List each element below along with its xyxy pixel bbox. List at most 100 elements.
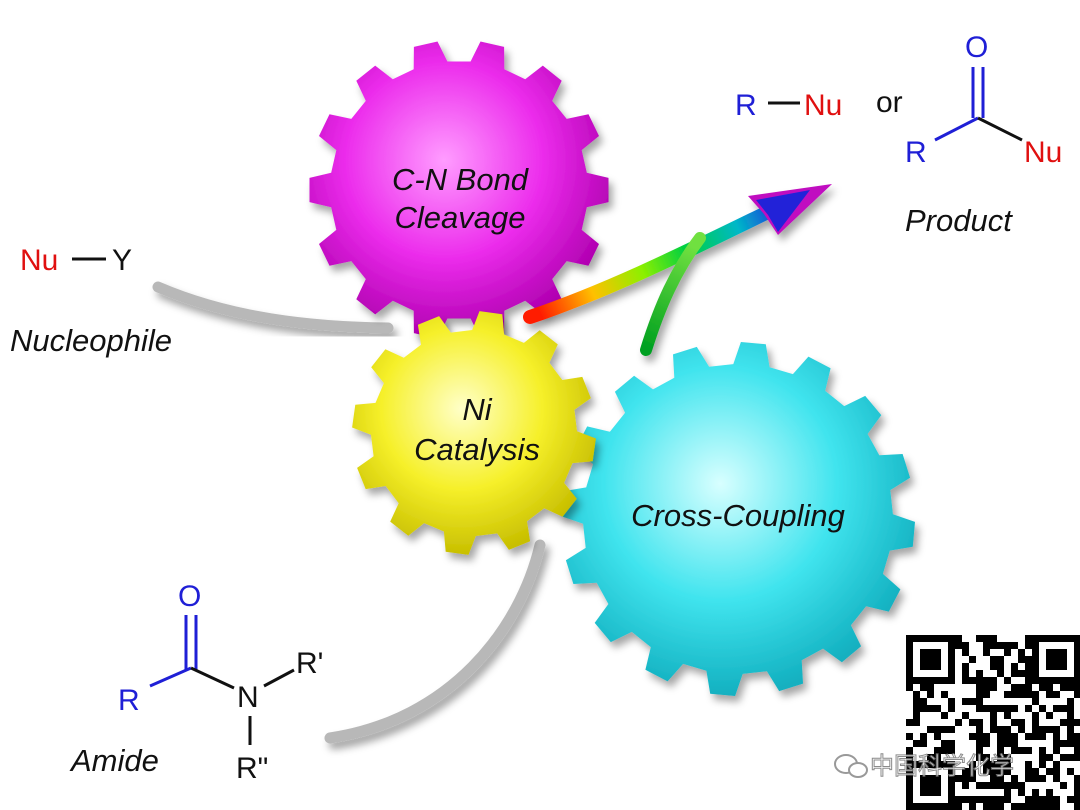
qr-module <box>997 782 1004 789</box>
qr-module <box>962 796 969 803</box>
amide-rc-bond <box>149 666 192 688</box>
qr-module <box>969 768 976 775</box>
qr-module <box>1004 712 1011 719</box>
qr-module <box>906 733 913 740</box>
qr-module <box>948 698 955 705</box>
qr-module <box>962 663 969 670</box>
qr-module <box>1074 796 1080 803</box>
qr-module <box>983 691 990 698</box>
qr-module <box>1039 747 1046 754</box>
coupling-label: Cross-Coupling <box>631 498 845 533</box>
qr-module <box>1011 775 1018 782</box>
amide-cn-bond <box>190 666 235 690</box>
qr-module <box>1011 719 1018 726</box>
qr-module <box>962 698 969 705</box>
qr-module <box>934 733 941 740</box>
qr-module <box>1046 684 1053 691</box>
cleavage-label-line2: Cleavage <box>395 200 526 235</box>
qr-module <box>1004 740 1011 747</box>
qr-module <box>1004 789 1011 796</box>
qr-module <box>1018 649 1025 656</box>
nucleophile-structure: Nu Y <box>20 244 132 277</box>
nucleophile-nu: Nu <box>20 244 58 277</box>
qr-code-icon <box>903 632 1080 810</box>
qr-module <box>962 677 969 684</box>
qr-module <box>1018 670 1025 677</box>
qr-module <box>990 796 997 803</box>
qr-module <box>1018 691 1025 698</box>
product-or: or <box>876 86 903 119</box>
qr-module <box>990 635 997 642</box>
product-nu-a: Nu <box>804 89 842 122</box>
qr-finder <box>1046 649 1067 670</box>
qr-module <box>1011 747 1018 754</box>
qr-module <box>1011 691 1018 698</box>
qr-module <box>1018 747 1025 754</box>
qr-module <box>1032 698 1039 705</box>
qr-module <box>1067 733 1074 740</box>
qr-module <box>983 677 990 684</box>
product-r-b: R <box>905 136 927 169</box>
qr-module <box>1025 747 1032 754</box>
qr-module <box>1039 761 1046 768</box>
qr-module <box>1011 663 1018 670</box>
qr-module <box>962 670 969 677</box>
qr-module <box>1025 775 1032 782</box>
qr-module <box>1011 733 1018 740</box>
qr-module <box>906 747 913 754</box>
qr-module <box>990 768 997 775</box>
qr-module <box>920 698 927 705</box>
qr-module <box>1018 684 1025 691</box>
qr-module <box>1060 719 1067 726</box>
catalysis-label-line1: Ni <box>462 392 492 427</box>
qr-module <box>1060 782 1067 789</box>
qr-module <box>1004 705 1011 712</box>
qr-module <box>1053 733 1060 740</box>
qr-module <box>962 768 969 775</box>
qr-module <box>990 684 997 691</box>
nucleophile-connector <box>152 281 394 334</box>
product-structure: R Nu or O R Nu <box>735 31 1062 169</box>
qr-module <box>1018 789 1025 796</box>
product-nu-b: Nu <box>1024 136 1062 169</box>
qr-module <box>1032 768 1039 775</box>
qr-module <box>976 705 983 712</box>
qr-module <box>997 803 1004 810</box>
qr-module <box>1074 775 1080 782</box>
qr-module <box>920 740 927 747</box>
qr-module <box>1032 803 1039 810</box>
qr-module <box>969 677 976 684</box>
qr-module <box>969 698 976 705</box>
qr-module <box>955 635 962 642</box>
wechat-icon <box>834 754 868 778</box>
qr-finder <box>920 775 941 796</box>
qr-module <box>962 775 969 782</box>
qr-module <box>927 684 934 691</box>
qr-module <box>997 705 1004 712</box>
cleavage-label-line1: C-N Bond <box>392 162 530 197</box>
qr-module <box>948 726 955 733</box>
qr-module <box>1053 726 1060 733</box>
qr-module <box>941 726 948 733</box>
qr-module <box>1025 670 1032 677</box>
product-caption: Product <box>905 203 1013 238</box>
amide-structure: O R N R' R" <box>118 580 323 785</box>
qr-module <box>1067 698 1074 705</box>
qr-module <box>1011 684 1018 691</box>
qr-module <box>913 740 920 747</box>
qr-module <box>976 733 983 740</box>
qr-module <box>1067 726 1074 733</box>
qr-module <box>962 712 969 719</box>
qr-module <box>934 705 941 712</box>
qr-module <box>1018 726 1025 733</box>
qr-module <box>1053 796 1060 803</box>
qr-module <box>1039 775 1046 782</box>
qr-module <box>1025 635 1032 642</box>
qr-module <box>997 775 1004 782</box>
qr-module <box>976 754 983 761</box>
qr-module <box>1046 712 1053 719</box>
qr-module <box>990 712 997 719</box>
qr-module <box>1025 761 1032 768</box>
amide-r1: R' <box>296 647 323 680</box>
